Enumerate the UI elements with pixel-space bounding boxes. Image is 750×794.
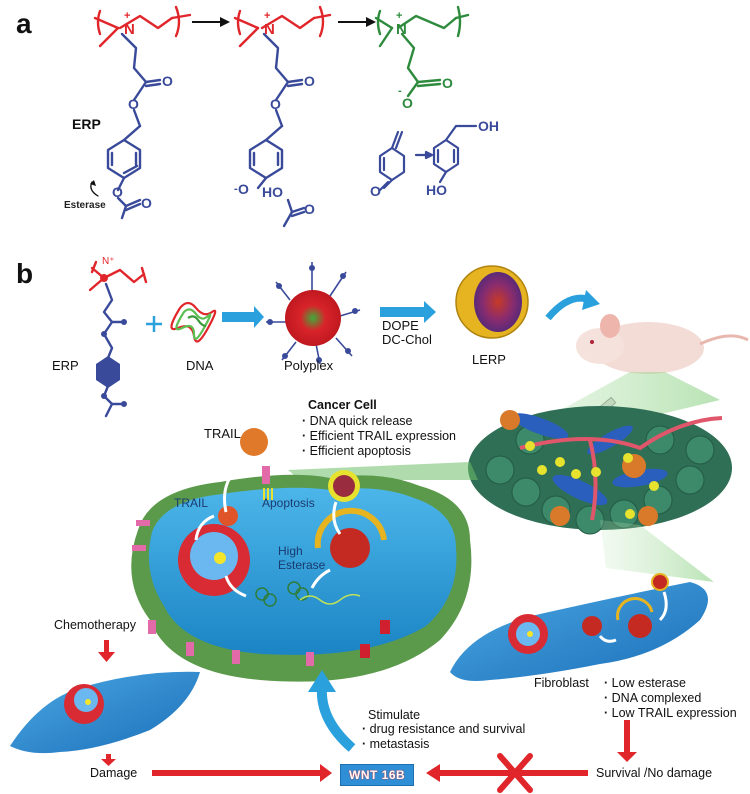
arrow-to-lerp xyxy=(380,301,436,323)
svg-text:O: O xyxy=(162,73,173,89)
reaction-arrow-1 xyxy=(192,17,230,27)
intermediate-structure: N + O O - O HO O xyxy=(233,5,332,228)
damage-arrow xyxy=(101,754,116,766)
stimulate-bullets: drug resistance and survival metastasis xyxy=(362,722,526,752)
erp-label-b: ERP xyxy=(52,358,79,373)
svg-text:O: O xyxy=(128,96,139,112)
svg-text:+: + xyxy=(264,10,270,22)
svg-text:O: O xyxy=(112,184,123,200)
damaged-cell-icon xyxy=(10,671,200,754)
fibroblast-bullets: Low esterase DNA complexed Low TRAIL exp… xyxy=(604,676,737,721)
dna-icon xyxy=(170,301,217,343)
svg-text:O: O xyxy=(442,75,453,91)
svg-text:O: O xyxy=(304,73,315,89)
n-plus-label: N⁺ xyxy=(102,256,115,267)
svg-text:HO: HO xyxy=(262,184,283,200)
apoptosis-label: Apoptosis xyxy=(262,496,315,510)
svg-text:O: O xyxy=(141,195,152,211)
svg-text:N: N xyxy=(264,21,275,38)
dna-label: DNA xyxy=(186,358,214,373)
svg-text:O: O xyxy=(304,201,315,217)
svg-text:O: O xyxy=(370,183,381,199)
panel-a-chemistry: N + O O O O xyxy=(90,5,499,228)
svg-text:O: O xyxy=(402,95,413,111)
panel-b-label: b xyxy=(16,258,34,289)
survival-label: Survival /No damage xyxy=(596,766,713,780)
svg-text:+: + xyxy=(124,10,130,22)
erp-n-atom: N xyxy=(124,21,135,38)
plus-sign-icon xyxy=(146,316,162,332)
panel-a-label: a xyxy=(16,8,32,39)
erp-backbone xyxy=(93,5,192,48)
cancer-bullet: Efficient TRAIL expression xyxy=(302,429,456,444)
cancer-cell-title: Cancer Cell xyxy=(308,398,377,412)
stimulate-title: Stimulate xyxy=(368,708,421,722)
trail-outer-label: TRAIL xyxy=(204,426,241,441)
lerp-icon xyxy=(455,265,529,339)
erp-structure: N + O O O O xyxy=(90,5,192,220)
polyplex-icon xyxy=(266,262,361,365)
wnt-to-cancer-arrow xyxy=(308,670,356,752)
fibroblast-icon xyxy=(450,573,708,681)
svg-text:+: + xyxy=(396,10,402,22)
svg-text:N: N xyxy=(396,21,407,38)
high-esterase-label-1: High xyxy=(278,544,303,558)
cancer-cell-icon xyxy=(131,428,472,682)
blocked-x-icon xyxy=(497,753,533,793)
svg-text:-: - xyxy=(234,183,238,195)
svg-text:O: O xyxy=(238,181,249,197)
arrow-to-polyplex xyxy=(222,306,264,328)
lipid-label-dcchol: DC-Chol xyxy=(382,332,432,347)
fibroblast-bullet: Low TRAIL expression xyxy=(604,706,737,721)
svg-text:O: O xyxy=(270,96,281,112)
chemotherapy-arrow xyxy=(98,640,115,662)
reaction-arrow-2 xyxy=(338,17,376,27)
tumor-tissue-icon xyxy=(468,406,732,535)
cancer-bullet: Efficient apoptosis xyxy=(302,444,456,459)
svg-text:-: - xyxy=(398,85,402,97)
fibroblast-label: Fibroblast xyxy=(534,676,589,690)
erp-compound-label: ERP xyxy=(72,116,101,132)
zoom-cone-fibroblast xyxy=(600,520,714,582)
esterase-label: Esterase xyxy=(64,200,106,211)
product-structure: N + O - O xyxy=(374,5,470,111)
cancer-cell-bullets: DNA quick release Efficient TRAIL expres… xyxy=(302,414,456,459)
stimulate-bullet: drug resistance and survival xyxy=(362,722,526,737)
cancer-bullet: DNA quick release xyxy=(302,414,456,429)
stimulate-bullet: metastasis xyxy=(362,737,525,752)
erp-sidechain xyxy=(106,32,162,220)
svg-text:HO: HO xyxy=(426,182,447,198)
lipid-label-dope: DOPE xyxy=(382,318,419,333)
mouse-icon xyxy=(576,314,749,374)
fibroblast-down-arrow xyxy=(617,720,637,762)
fibroblast-bullet: Low esterase xyxy=(604,676,737,691)
fibroblast-bullet: DNA complexed xyxy=(604,691,737,706)
trail-inner-label: TRAIL xyxy=(174,496,209,510)
lerp-label: LERP xyxy=(472,352,506,367)
quinone-methide-conversion xyxy=(378,124,478,192)
polyplex-label: Polyplex xyxy=(284,358,334,373)
damage-to-wnt-arrow xyxy=(152,764,332,782)
svg-text:OH: OH xyxy=(478,118,499,134)
high-esterase-label-2: Esterase xyxy=(278,558,326,572)
erp-simplified-structure xyxy=(88,260,148,418)
arrow-to-mouse xyxy=(545,290,600,321)
wnt16b-badge: WNT 16B xyxy=(340,764,415,786)
chemotherapy-label: Chemotherapy xyxy=(54,618,136,632)
damage-label: Damage xyxy=(90,766,138,780)
